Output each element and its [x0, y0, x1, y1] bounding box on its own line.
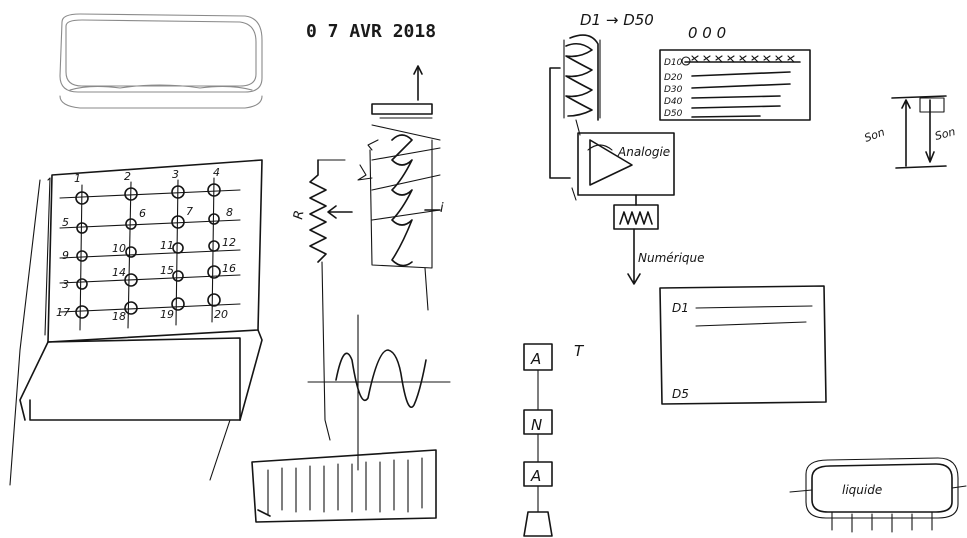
grid-number: 3	[62, 278, 69, 291]
grid-number: 1	[74, 172, 81, 185]
list-label: D40	[664, 97, 683, 107]
title-d1-d50: D1 → D50	[580, 11, 654, 29]
circles-row: 0 0 0	[688, 24, 726, 42]
grid-number: 16	[222, 262, 236, 275]
grid-number: 19	[160, 308, 174, 321]
list-label: D10	[664, 58, 683, 68]
current-label: i	[440, 201, 444, 216]
analog-label: Analogie	[617, 145, 670, 159]
grid-number: 18	[112, 310, 126, 323]
sound-right-label: Son	[933, 125, 956, 143]
block-label: A	[530, 467, 541, 485]
resistor-label: R	[291, 209, 307, 221]
grid-number: 2	[124, 170, 131, 183]
liquid-label: liquide	[842, 483, 882, 497]
grid-number: 5	[62, 216, 69, 229]
date-stamp: 0 7 AVR 2018	[306, 21, 436, 42]
list-label: D30	[664, 85, 683, 95]
grid-number: 8	[226, 206, 233, 219]
screen-top-label: D1	[672, 301, 689, 315]
grid-number: 10	[112, 242, 126, 255]
grid-number: 6	[139, 207, 146, 220]
block-label: N	[531, 416, 542, 434]
grid-number: 7	[186, 205, 193, 218]
grid-number: 4	[213, 166, 220, 179]
grid-number: 20	[214, 308, 228, 321]
grid-number: 11	[160, 239, 174, 252]
grid-number: 12	[222, 236, 236, 249]
list-label: D50	[664, 109, 683, 119]
numeric-label: Numérique	[638, 251, 705, 265]
grid-number: 3	[172, 168, 179, 181]
list-label: D20	[664, 73, 683, 83]
t-label: T	[574, 342, 585, 360]
sound-left-label: Son	[863, 126, 887, 145]
grid-number: 14	[112, 266, 126, 279]
keypad-grid-sketch	[10, 160, 262, 485]
resistor-coil-sketch	[252, 66, 450, 522]
ana-chain-sketch	[524, 344, 552, 536]
grid-number: 9	[62, 249, 69, 262]
screen-bottom-label: D5	[672, 387, 689, 401]
grid-number: 15	[160, 264, 174, 277]
rounded-pad-sketch	[60, 14, 262, 108]
list-labels: D10 D20 D30 D40 D50	[664, 58, 683, 119]
block-label: A	[530, 350, 541, 368]
grid-number: 17	[56, 306, 70, 319]
